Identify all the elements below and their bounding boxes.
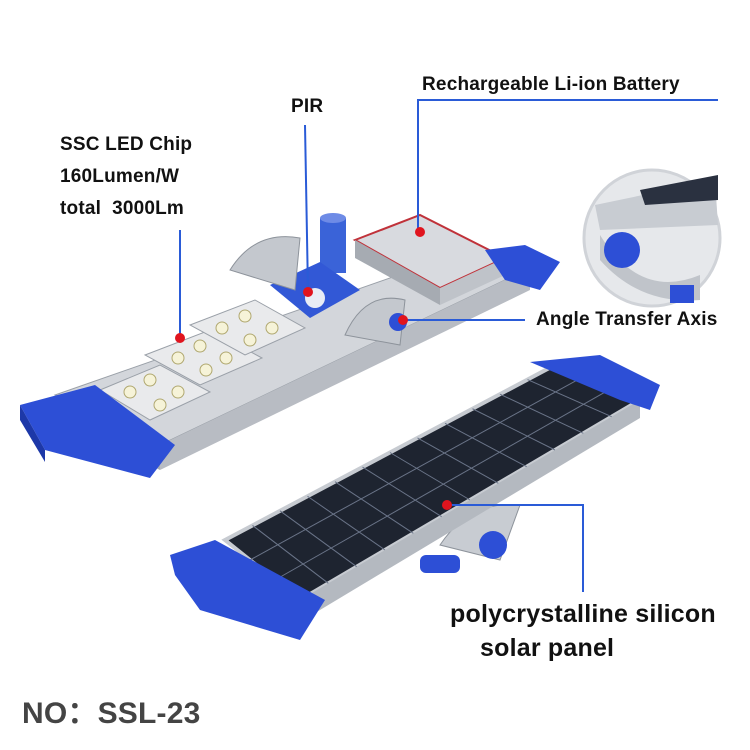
leader-lines bbox=[179, 99, 718, 592]
solar-cell-divider bbox=[417, 437, 499, 484]
battery-label: Rechargeable Li-ion Battery bbox=[422, 74, 680, 95]
pir-label: PIR bbox=[291, 96, 324, 117]
axis-label: Angle Transfer Axis bbox=[536, 309, 718, 330]
solar-cell-divider bbox=[444, 422, 527, 468]
led-chip-label: SSC LED Chip bbox=[60, 134, 193, 155]
solar-cell-divider bbox=[499, 393, 584, 434]
axis-detail-inset bbox=[582, 168, 722, 308]
solar-cell-divider bbox=[274, 387, 612, 581]
solar-cell-divider bbox=[249, 376, 584, 561]
solar-cell-divider bbox=[362, 466, 442, 518]
solar-cell-divider bbox=[252, 525, 329, 584]
solar-cell-divider bbox=[527, 379, 612, 418]
solar-cell-divider bbox=[334, 481, 414, 534]
solar-cell-divider bbox=[307, 495, 386, 551]
led-modules bbox=[98, 299, 307, 421]
lamp-body bbox=[20, 213, 560, 478]
led-efficacy-label: 160Lumen/W bbox=[60, 166, 180, 187]
solar-cell-divider bbox=[472, 408, 556, 451]
model-number: NO：SSL-23 bbox=[22, 697, 201, 730]
solar-cell-divider bbox=[279, 510, 357, 568]
solar-cell-divider bbox=[389, 452, 471, 501]
solar-panel-label-line1: polycrystalline silicon bbox=[450, 600, 716, 628]
led-total-label: total 3000Lm bbox=[60, 198, 185, 219]
solar-panel-label-line2: solar panel bbox=[480, 634, 615, 662]
solar-panel bbox=[170, 355, 660, 640]
marker-dots bbox=[175, 227, 452, 510]
